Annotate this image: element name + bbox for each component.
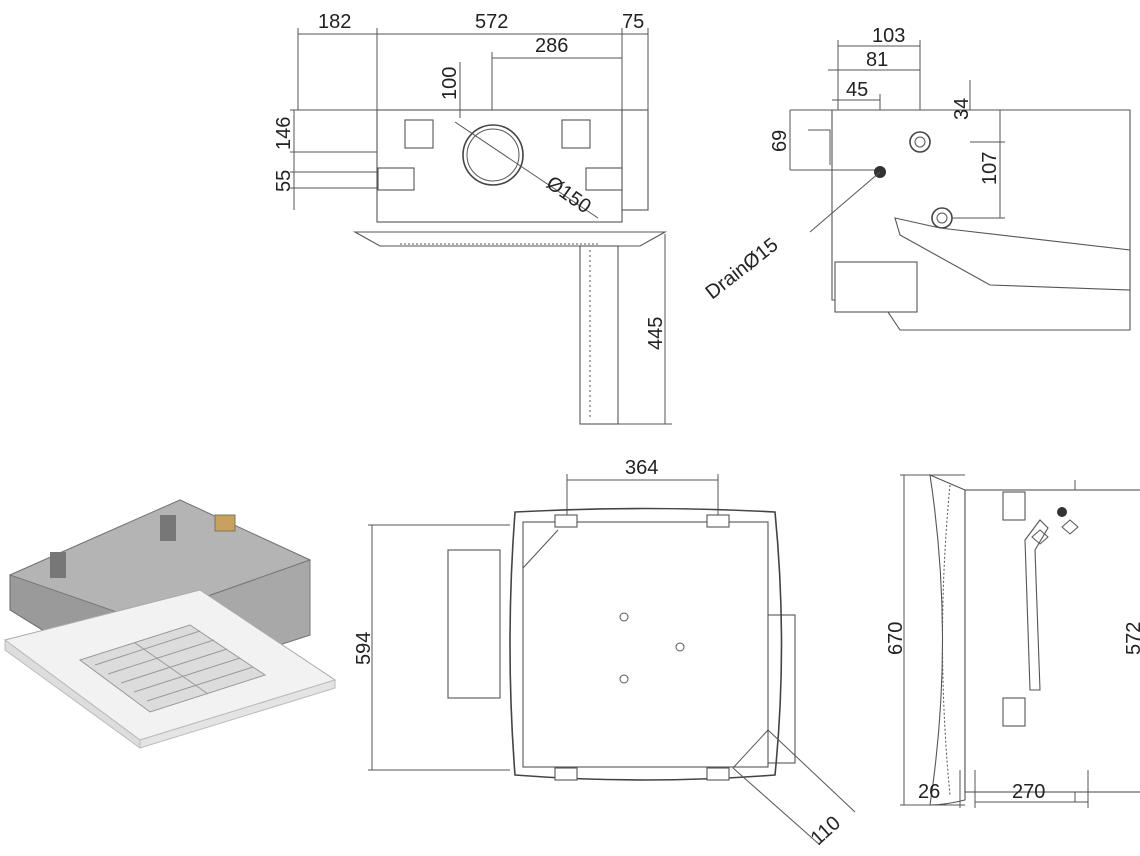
side-view: 103 81 45 34 69 107 DrainØ15	[702, 25, 1131, 331]
dim-182: 182	[318, 11, 351, 33]
dim-45: 45	[846, 79, 868, 101]
duct-collar	[462, 124, 524, 186]
dim-100: 100	[439, 67, 461, 100]
end-housing	[964, 489, 1140, 793]
side-duct	[447, 549, 501, 699]
hanger-bracket	[404, 119, 434, 149]
cassette-unit-photo	[3, 499, 337, 749]
dim-34: 34	[951, 98, 973, 120]
dim-364: 364	[625, 457, 658, 479]
end-view: 670 572 26 270	[885, 474, 1140, 808]
panel-profile	[929, 474, 966, 806]
dim-75: 75	[622, 11, 644, 33]
dim-103: 103	[872, 25, 905, 47]
drain-label: DrainØ15	[702, 234, 783, 304]
dim-572: 572	[1123, 622, 1140, 655]
foot-bracket	[585, 167, 623, 191]
dim-146: 146	[273, 117, 295, 150]
dim-107: 107	[979, 152, 1001, 185]
dim-81: 81	[866, 49, 888, 71]
ceiling-panel	[352, 231, 668, 247]
side-box	[621, 109, 649, 211]
panel-outline	[509, 507, 783, 781]
hanger-bracket	[561, 119, 591, 149]
front-view: 182 572 75 286 100 146 55 Ø150 445	[273, 11, 672, 425]
motor-block	[834, 261, 918, 313]
dim-572: 572	[475, 11, 508, 33]
panel-section	[579, 245, 619, 425]
dim-445: 445	[645, 317, 667, 350]
pipe-fitting	[214, 514, 236, 532]
hanger-bracket	[50, 552, 66, 578]
dim-670: 670	[885, 622, 907, 655]
dim-55: 55	[273, 170, 295, 192]
dim-594: 594	[353, 632, 375, 665]
foot-bracket	[377, 167, 415, 191]
coil	[894, 217, 1131, 291]
dim-270: 270	[1012, 781, 1045, 803]
dim-110: 110	[807, 812, 845, 850]
dim-69: 69	[769, 130, 791, 152]
dim-286: 286	[535, 35, 568, 57]
top-view: 364 594 110	[353, 457, 856, 850]
hanger-bracket	[160, 515, 176, 541]
pipe-connection	[909, 131, 931, 153]
drain-pipe	[1024, 519, 1049, 691]
housing-outline	[522, 521, 769, 768]
dim-26: 26	[918, 781, 940, 803]
